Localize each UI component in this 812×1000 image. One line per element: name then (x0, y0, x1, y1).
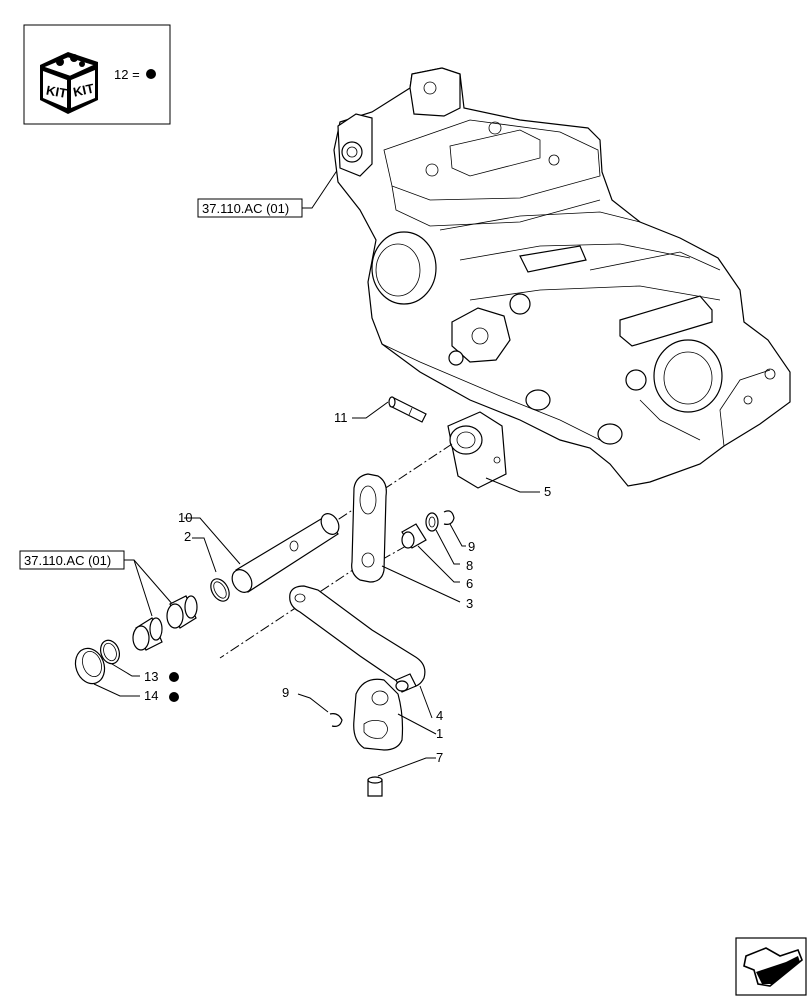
part-9-clip-lower (329, 713, 343, 727)
kit-label-right: KIT (72, 81, 96, 100)
reference-top-leader (302, 165, 341, 209)
part-6-bushing (401, 523, 427, 549)
part-10-shaft (231, 513, 340, 593)
callout-2: 2 (184, 529, 191, 544)
bushing-inner (166, 595, 198, 629)
reference-top[interactable]: 37.110.AC (01) (197, 198, 303, 218)
part-2-circlip (210, 578, 230, 602)
part-11-pin (388, 396, 427, 423)
callout-11-leader (352, 401, 389, 419)
part-1-hook (353, 678, 404, 751)
callout-11: 11 (334, 410, 348, 425)
callout-9a: 9 (468, 539, 475, 554)
callout-10: 10 (178, 510, 192, 525)
callout-13-leader (111, 663, 140, 677)
callout-3-leader (381, 565, 461, 603)
kit-label-left: KIT (45, 83, 68, 101)
reference-left-text[interactable]: 37.110.AC (01) (24, 553, 111, 568)
part-3-link (351, 473, 387, 583)
callout-9a-leader (449, 523, 466, 547)
lift-housing (333, 67, 791, 487)
callout-7-leader (377, 757, 436, 777)
part-4-lever (289, 585, 426, 693)
reference-left-leader-a (124, 559, 153, 617)
callout-6: 6 (466, 576, 473, 591)
callout-7: 7 (436, 750, 443, 765)
callout-6-leader (417, 545, 460, 583)
part-9-clip-upper (443, 510, 455, 525)
filled-circle-icon (169, 672, 179, 682)
part-14-seal (74, 647, 106, 685)
callout-8: 8 (466, 558, 473, 573)
callout-8-leader (435, 529, 460, 565)
part-8-washer (425, 512, 439, 532)
next-page-arrow-icon[interactable] (735, 937, 807, 996)
kit-legend-text: 12 = (114, 67, 140, 82)
left-reference[interactable]: 37.110.AC (01) (19, 550, 125, 570)
callout-9b-leader (297, 693, 329, 713)
callout-2-leader (192, 537, 217, 573)
callout-10-leader (184, 517, 241, 565)
part-7-stud (367, 776, 383, 797)
callout-1-leader (397, 713, 437, 735)
callout-13: 13 (144, 669, 158, 684)
callout-3: 3 (466, 596, 473, 611)
reference-top-text[interactable]: 37.110.AC (01) (202, 201, 289, 216)
reference-left-leader-b (133, 559, 175, 607)
callout-5: 5 (544, 484, 551, 499)
callout-9b: 9 (282, 685, 289, 700)
callout-4-leader (419, 685, 433, 719)
kit-legend-box: KIT KIT 12 = (23, 24, 171, 125)
callout-14: 14 (144, 688, 158, 703)
callout-1: 1 (436, 726, 443, 741)
bushing-outer (132, 617, 163, 651)
callout-14-leader (93, 683, 140, 697)
part-13-oring (99, 639, 121, 665)
part-5-block (447, 411, 507, 489)
kit-box-icon: KIT KIT (40, 52, 98, 114)
filled-circle-icon (146, 69, 156, 79)
callout-4: 4 (436, 708, 443, 723)
filled-circle-icon (169, 692, 179, 702)
callout-5-leader (485, 477, 540, 493)
